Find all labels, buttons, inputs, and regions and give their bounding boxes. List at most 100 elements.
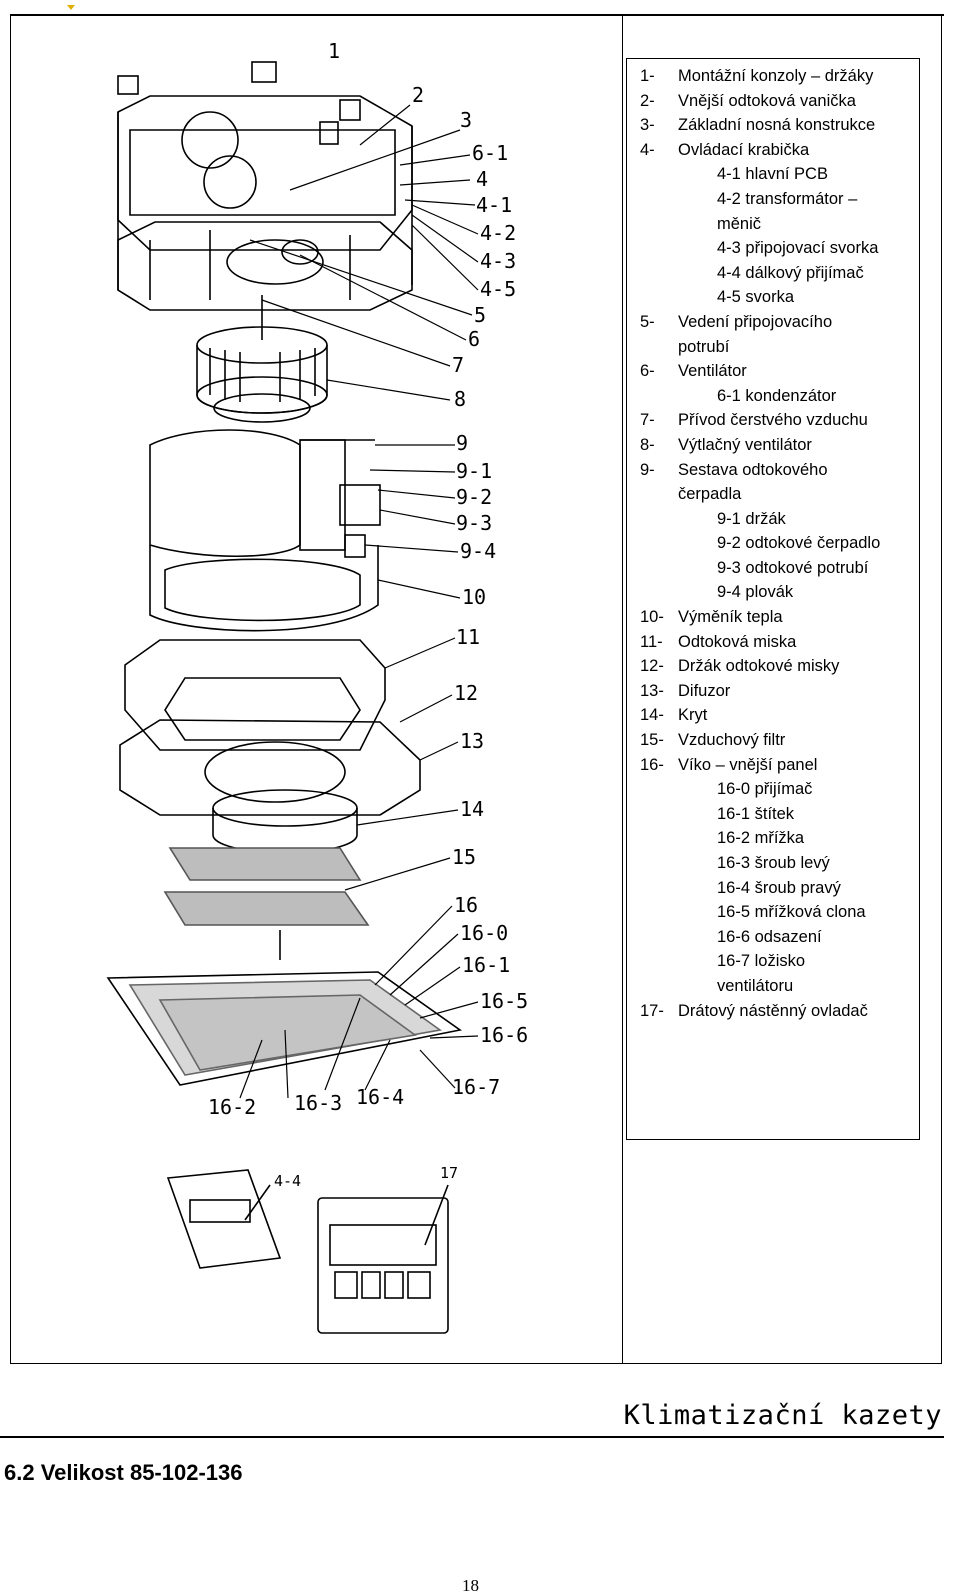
label-16-1: 16-1 xyxy=(462,953,510,977)
parts-list-item: 10-Výměník tepla xyxy=(640,605,920,630)
section-heading: 6.2 Velikost 85-102-136 xyxy=(4,1460,243,1485)
part-description: Montážní konzoly – držáky xyxy=(678,67,874,85)
part-number: 6- xyxy=(640,362,655,381)
part-number: 7- xyxy=(640,411,655,430)
parts-list-item: 4-1 hlavní PCB xyxy=(640,162,920,187)
part-description: měnič xyxy=(717,214,762,233)
footer-title: Klimatizační kazety xyxy=(623,1400,942,1431)
part-description: 16-2 mřížka xyxy=(717,829,805,848)
label-8: 8 xyxy=(454,387,466,411)
part-number: 11- xyxy=(640,632,663,651)
parts-list-item: 9-4 plovák xyxy=(640,580,920,605)
air-filter xyxy=(163,891,370,926)
part-number: 17- xyxy=(640,1001,664,1020)
part-number: 4- xyxy=(640,140,655,159)
label-4: 4 xyxy=(476,167,488,191)
parts-list-item: 16-0 přijímač xyxy=(640,777,920,802)
parts-list-item: 2-Vnější odtoková vanička xyxy=(640,89,920,114)
parts-list-item: 6-1 kondenzátor xyxy=(640,384,920,409)
label-9-1: 9-1 xyxy=(456,459,492,483)
label-3: 3 xyxy=(460,108,472,132)
parts-list-item: 4-Ovládací krabička xyxy=(640,138,920,163)
label-6: 6 xyxy=(468,327,480,351)
parts-list-item: 9-3 odtokové potrubí xyxy=(640,556,920,581)
part-description: ventilátoru xyxy=(717,976,794,995)
label-16-3: 16-3 xyxy=(294,1091,342,1115)
parts-list-item: 4-4 dálkový přijímač xyxy=(640,261,920,286)
parts-list-item: 15-Vzduchový filtr xyxy=(640,728,920,753)
part-description: Kryt xyxy=(678,706,708,725)
heat-exchanger xyxy=(149,429,379,632)
parts-list-item: 16-6 odsazení xyxy=(640,925,920,950)
part-description: Přívod čerstvého vzduchu xyxy=(678,411,868,430)
parts-list-item: 11- Odtoková miska xyxy=(640,630,920,655)
part-description: Vzduchový filtr xyxy=(678,731,786,750)
parts-list-item: 7- Přívod čerstvého vzduchu xyxy=(640,408,920,433)
label-9-2: 9-2 xyxy=(456,485,492,509)
part-description: Vnější odtoková vanička xyxy=(678,91,856,110)
part-description: 4-1 hlavní PCB xyxy=(717,165,828,184)
part-description: Držák odtokové misky xyxy=(678,657,840,676)
part-description: 4-2 transformátor – xyxy=(717,189,858,208)
part-description: Sestava odtokového xyxy=(678,460,828,479)
part-description: 16-0 přijímač xyxy=(717,780,813,799)
part-description: Víko – vnější panel xyxy=(678,755,818,774)
label-11: 11 xyxy=(456,625,480,649)
cover-ring xyxy=(212,789,358,854)
parts-list-item: 9-2 odtokové čerpadlo xyxy=(640,531,920,556)
footer-rule xyxy=(0,1436,944,1438)
parts-list-item: 17- Drátový nástěnný ovladač xyxy=(640,999,920,1024)
part-description: 16-6 odsazení xyxy=(717,927,822,946)
label-14: 14 xyxy=(460,797,484,821)
parts-list-item: 16-4 šroub pravý xyxy=(640,876,920,901)
parts-list-item: potrubí xyxy=(640,335,920,360)
base-frame xyxy=(117,95,413,290)
wired-controller xyxy=(317,1184,449,1334)
parts-list-item: 16-5 mřížková clona xyxy=(640,900,920,925)
label-9: 9 xyxy=(456,431,468,455)
label-16-6: 16-6 xyxy=(480,1023,528,1047)
top-marker-icon xyxy=(67,5,75,10)
part-description: 9-2 odtokové čerpadlo xyxy=(717,534,881,553)
diffuser-frame xyxy=(119,719,421,816)
parts-legend-box xyxy=(626,58,920,1140)
label-6-1: 6-1 xyxy=(472,141,508,165)
parts-list-item: 9-1 držák xyxy=(640,507,920,532)
page-frame xyxy=(10,16,942,1364)
part-description: Odtoková miska xyxy=(678,632,797,651)
part-number: 12- xyxy=(640,657,664,676)
part-description: 4-4 dálkový přijímač xyxy=(717,263,864,282)
parts-list-item: 5- Vedení připojovacího xyxy=(640,310,920,335)
part-number: 16- xyxy=(640,755,664,774)
part-description: 9-4 plovák xyxy=(717,583,794,602)
part-number: 9- xyxy=(640,460,655,479)
remote-control xyxy=(166,1169,282,1269)
label-2: 2 xyxy=(412,83,424,107)
part-description: potrubí xyxy=(678,337,730,356)
label-4-4: 4-4 xyxy=(274,1172,301,1190)
parts-list-item: 16-2 mřížka xyxy=(640,826,920,851)
part-description: 4-5 svorka xyxy=(717,288,795,307)
part-description: 16-5 mřížková clona xyxy=(717,903,866,922)
label-9-3: 9-3 xyxy=(456,511,492,535)
upper-housing xyxy=(117,221,413,311)
part-description: Drátový nástěnný ovladač xyxy=(678,1001,868,1020)
label-16-2: 16-2 xyxy=(208,1095,256,1119)
part-description: Základní nosná konstrukce xyxy=(678,116,876,135)
column-divider xyxy=(622,16,623,1364)
label-4-1: 4-1 xyxy=(476,193,512,217)
parts-list-item: 16-7 ložisko xyxy=(640,949,920,974)
part-description: Výtlačný ventilátor xyxy=(678,435,812,454)
part-number: 5- xyxy=(640,312,655,331)
outer-panel xyxy=(106,930,462,1086)
exploded-diagram: 1 2 3 6-1 4 4-1 4-2 4-3 4-5 5 6 7 8 9 9-… xyxy=(106,39,528,1334)
part-description: 4-3 připojovací svorka xyxy=(717,239,879,258)
page-number: 18 xyxy=(462,1576,479,1595)
leader-lines xyxy=(239,104,479,1099)
part-description: Vedení připojovacího xyxy=(678,312,833,331)
part-number: 13- xyxy=(640,681,664,700)
label-16-5: 16-5 xyxy=(480,989,528,1013)
parts-list-item: ventilátoru xyxy=(640,974,920,999)
parts-list-item: 6-Ventilátor xyxy=(640,359,920,384)
label-4-5: 4-5 xyxy=(480,277,516,301)
